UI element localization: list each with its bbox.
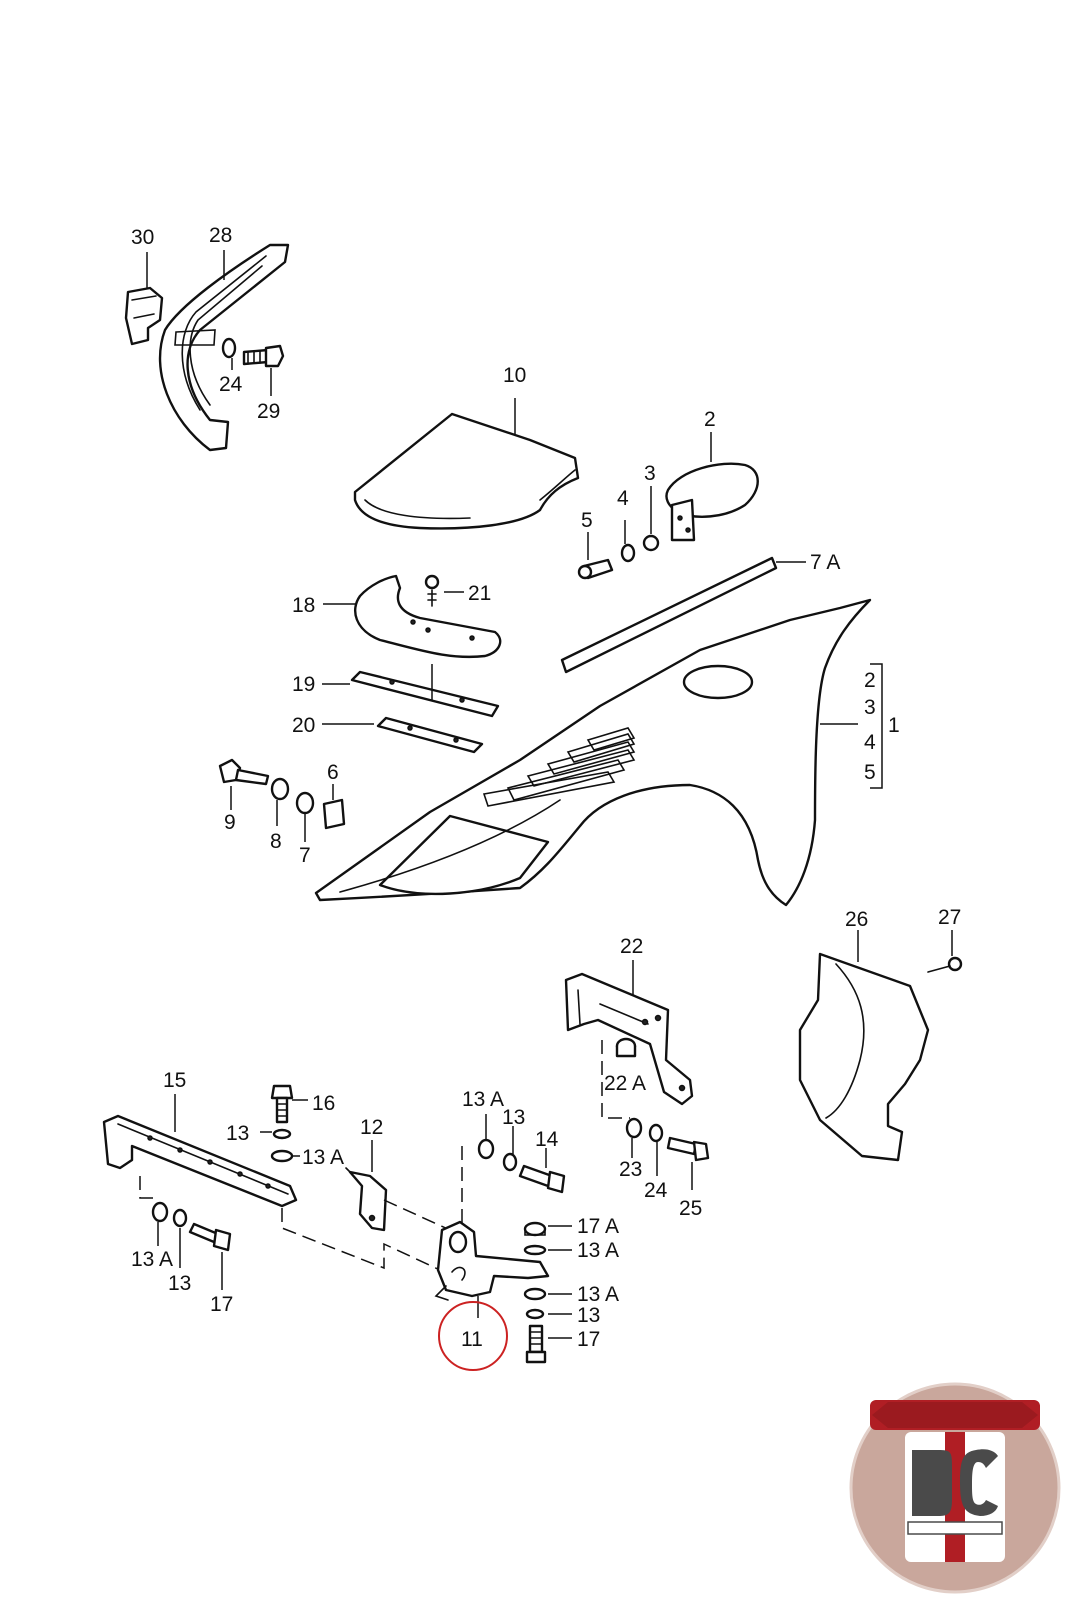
- label-18: 18: [292, 594, 315, 617]
- label-10: 10: [503, 364, 526, 387]
- label-20: 20: [292, 714, 315, 737]
- label-6: 6: [327, 761, 339, 784]
- bolt-14: [518, 1148, 566, 1194]
- label-25: 25: [679, 1197, 702, 1220]
- label-5: 5: [581, 509, 593, 532]
- part-1-fender: [314, 598, 883, 907]
- screw-5: [577, 532, 614, 580]
- label-8: 8: [270, 830, 282, 853]
- part-18-bracket: [323, 574, 502, 659]
- washer-13a-left: [270, 1149, 300, 1163]
- label-13-center: 13: [502, 1106, 525, 1129]
- label-15: 15: [163, 1069, 186, 1092]
- callout-labels: 30 28 24 29 10 2 3 4 5 7 A 21 18 19 20 1…: [131, 224, 961, 1351]
- label-13-right: 13: [577, 1304, 600, 1327]
- part-22-bracket: [564, 960, 694, 1106]
- part-10-lid: [353, 398, 580, 530]
- label-4: 4: [617, 487, 629, 510]
- label-sub-3: 3: [864, 696, 876, 719]
- label-13-lower-left: 13: [168, 1272, 191, 1295]
- label-19: 19: [292, 673, 315, 696]
- label-1: 1: [888, 714, 900, 737]
- bolt-17-left: [188, 1222, 232, 1290]
- label-16: 16: [312, 1092, 335, 1115]
- clip-4: [620, 520, 636, 563]
- washer-13a-right-lower: [523, 1287, 572, 1301]
- bolt-29-top: [242, 344, 285, 396]
- screw-21: [424, 574, 464, 607]
- part-15-rail: [102, 1094, 441, 1271]
- label-9: 9: [224, 811, 236, 834]
- highlight-circle: [438, 1301, 508, 1371]
- washer-13-left: [260, 1128, 292, 1140]
- label-3: 3: [644, 462, 656, 485]
- label-17a: 17 A: [577, 1215, 619, 1238]
- label-13-left: 13: [226, 1122, 249, 1145]
- label-21: 21: [468, 582, 491, 605]
- part-20-plate: [322, 716, 484, 754]
- label-23: 23: [619, 1158, 642, 1181]
- label-22: 22: [620, 935, 643, 958]
- nut-17a: [523, 1221, 572, 1237]
- part-28-trim: [158, 243, 290, 452]
- label-17-right: 17: [577, 1328, 600, 1351]
- label-14: 14: [535, 1128, 559, 1151]
- label-sub-5: 5: [864, 761, 876, 784]
- label-13a-lower-left: 13 A: [131, 1248, 173, 1271]
- label-26: 26: [845, 908, 868, 931]
- label-13a-right-lower: 13 A: [577, 1283, 619, 1306]
- clip-13-center: [502, 1126, 518, 1172]
- clip-24: [648, 1123, 664, 1176]
- part-12-bracket: [345, 1140, 451, 1232]
- dcauto-logo: [849, 1382, 1061, 1594]
- label-30: 30: [131, 226, 154, 249]
- bolt-16: [270, 1084, 308, 1124]
- part-30-clip: [124, 252, 164, 346]
- washer-8: [270, 777, 290, 826]
- bushing-22a: [601, 1037, 637, 1119]
- label-sub-2: 2: [864, 669, 876, 692]
- label-22a: 22 A: [604, 1072, 646, 1095]
- label-28: 28: [209, 224, 232, 247]
- label-12: 12: [360, 1116, 383, 1139]
- part-2-flap: [665, 432, 759, 542]
- part-7a-strip: [560, 556, 806, 674]
- label-24-right: 24: [644, 1179, 668, 1202]
- part-19-plate: [322, 664, 500, 718]
- label-11: 11: [461, 1328, 483, 1351]
- label-29: 29: [257, 400, 280, 423]
- washer-13a-lower-left: [151, 1201, 169, 1246]
- part-11-bracket: [434, 1146, 550, 1318]
- label-sub-4: 4: [864, 731, 876, 754]
- washer-13a-right-upper: [523, 1244, 572, 1256]
- nut-6: [322, 784, 346, 830]
- label-13a-right-upper: 13 A: [577, 1239, 619, 1262]
- washer-7: [295, 791, 315, 842]
- part-26-liner: [798, 930, 930, 1162]
- label-7: 7: [299, 844, 311, 867]
- label-2: 2: [704, 408, 716, 431]
- washer-3: [642, 486, 660, 552]
- bolt-17-right: [525, 1324, 572, 1364]
- washer-24-top: [221, 337, 237, 370]
- label-13a-center: 13 A: [462, 1088, 504, 1111]
- label-27: 27: [938, 906, 961, 929]
- clip-13-lower-left: [172, 1208, 188, 1268]
- bolt-9: [218, 758, 270, 810]
- label-24-top: 24: [219, 373, 243, 396]
- washer-13-right: [525, 1308, 572, 1320]
- label-7a: 7 A: [810, 551, 840, 574]
- label-17-left: 17: [210, 1293, 233, 1316]
- label-13a-left: 13 A: [302, 1146, 344, 1169]
- washer-13a-center: [477, 1114, 495, 1160]
- bolt-25: [666, 1136, 710, 1190]
- screw-27: [927, 930, 963, 973]
- washer-23: [625, 1117, 643, 1158]
